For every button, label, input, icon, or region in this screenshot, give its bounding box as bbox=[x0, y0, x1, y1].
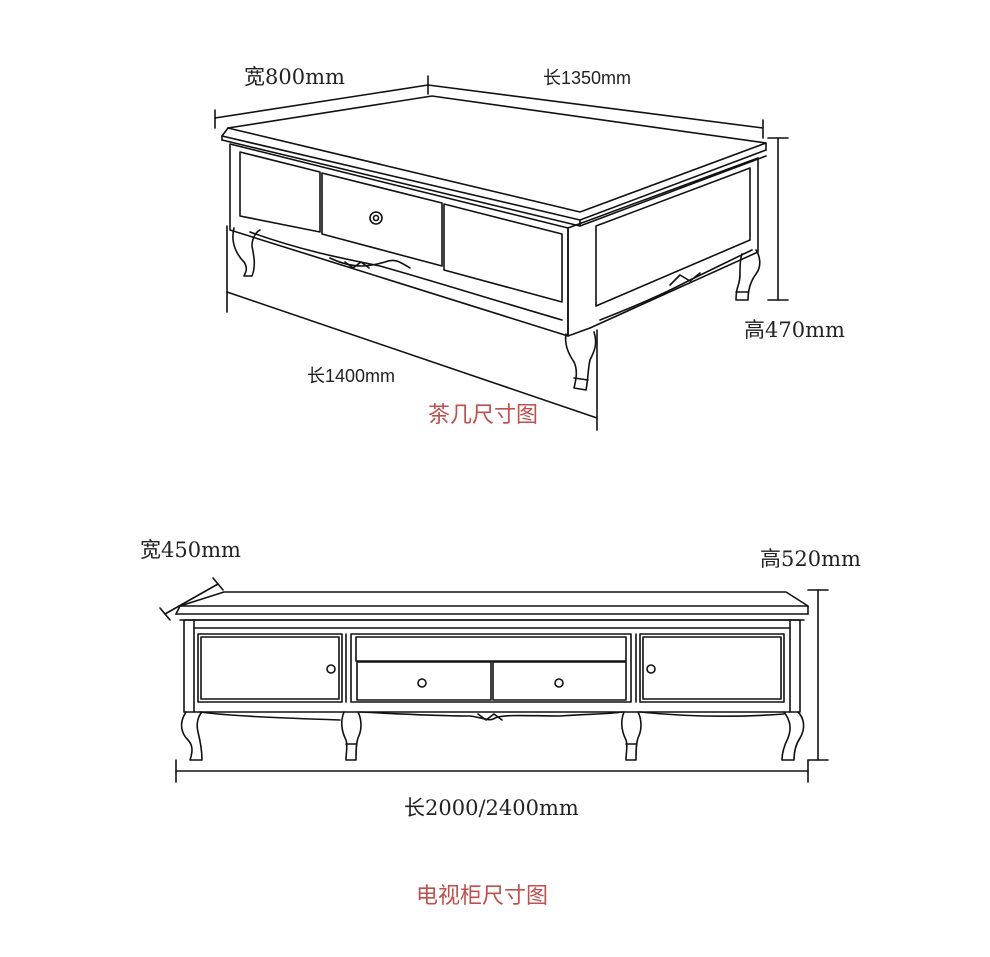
tv-cabinet-drawer-right-knob bbox=[554, 678, 564, 688]
coffee-table-height-label: 高470mm bbox=[744, 318, 845, 342]
coffee-table-leg-front-left bbox=[232, 227, 261, 277]
tv-cabinet-door-left-knob bbox=[326, 664, 336, 674]
tv-cabinet-drawer-left bbox=[356, 661, 492, 701]
coffee-table-drawer-knob bbox=[369, 211, 383, 225]
coffee-table-front-apron bbox=[229, 143, 569, 337]
tv-cabinet-width-label: 宽450mm bbox=[140, 538, 241, 562]
tv-cabinet-height-dimension-line bbox=[807, 589, 829, 761]
coffee-table-height-dimension-line bbox=[767, 137, 789, 301]
coffee-table-length-top-label: 长1350mm bbox=[543, 68, 632, 88]
tv-cabinet-drawer-left-knob bbox=[417, 678, 427, 688]
tv-cabinet-length-label: 长2000/2400mm bbox=[404, 796, 579, 820]
tv-cabinet-door-left bbox=[197, 633, 343, 703]
tv-cabinet-leg-4 bbox=[781, 711, 805, 761]
coffee-table-length-top-dimension-line bbox=[427, 84, 764, 139]
tv-cabinet-body bbox=[183, 619, 801, 713]
coffee-table-top bbox=[221, 95, 767, 227]
coffee-table-length-front-label: 长1400mm bbox=[307, 366, 396, 386]
coffee-table-caption: 茶几尺寸图 bbox=[428, 403, 539, 428]
tv-cabinet-drawer-right bbox=[492, 661, 627, 701]
tv-cabinet-top bbox=[175, 591, 809, 621]
coffee-table-width-label: 宽800mm bbox=[244, 65, 345, 89]
tv-cabinet-width-dimension-line bbox=[159, 577, 224, 621]
tv-cabinet-open-shelf bbox=[350, 633, 632, 703]
tv-cabinet-height-label: 高520mm bbox=[760, 547, 861, 571]
tv-cabinet-leg-1 bbox=[180, 711, 203, 761]
tv-cabinet-caption: 电视柜尺寸图 bbox=[416, 884, 549, 909]
tv-cabinet-skirt bbox=[199, 711, 785, 721]
tv-cabinet-door-right-knob bbox=[646, 664, 656, 674]
coffee-table-leg-back-right bbox=[735, 249, 761, 301]
tv-cabinet-length-dimension-line bbox=[175, 759, 809, 783]
tv-cabinet-leg-2 bbox=[341, 711, 362, 761]
coffee-table-length-front-dimension-line bbox=[226, 225, 598, 431]
tv-cabinet-door-right bbox=[639, 633, 785, 703]
tv-cabinet-leg-3 bbox=[621, 711, 642, 761]
coffee-table-side-apron bbox=[567, 157, 759, 337]
coffee-table-leg-front-right bbox=[564, 331, 597, 391]
